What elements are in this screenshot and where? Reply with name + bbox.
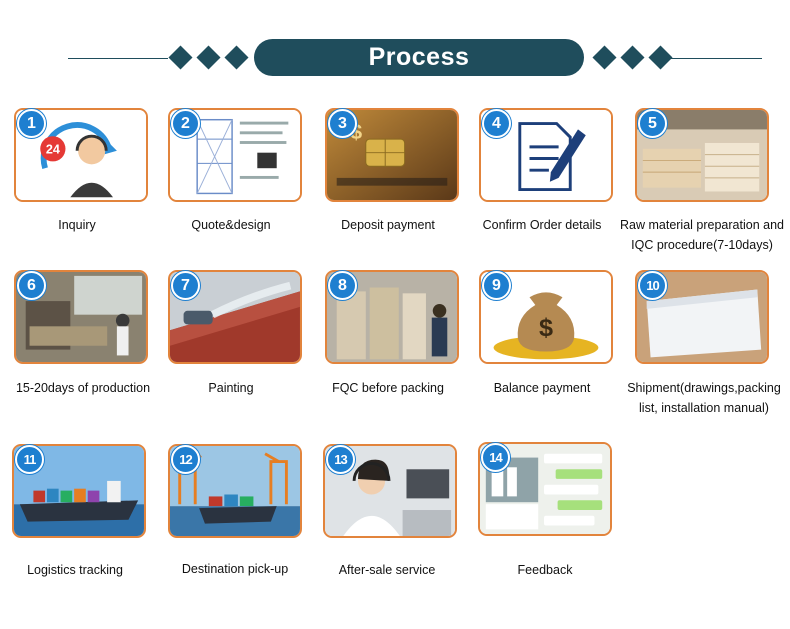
step-13-image bbox=[323, 444, 457, 538]
step-4-label: Confirm Order details bbox=[482, 218, 602, 232]
lumber-stack-icon bbox=[637, 110, 767, 200]
step-1-label: Inquiry bbox=[58, 218, 96, 232]
step-5-image bbox=[635, 108, 769, 202]
step-2-label: Quote&design bbox=[191, 218, 271, 232]
step-8-badge: 8 bbox=[328, 271, 357, 300]
step-7-label: Painting bbox=[208, 381, 254, 395]
svg-text:24: 24 bbox=[46, 143, 60, 157]
document-pen-icon bbox=[481, 110, 611, 200]
step-14-label: Feedback bbox=[517, 563, 573, 577]
packing-icon bbox=[637, 272, 767, 362]
step-7-badge: 7 bbox=[171, 271, 200, 300]
step-13-badge: 13 bbox=[326, 445, 355, 474]
step-13-label: After-sale service bbox=[338, 563, 436, 577]
step-5-badge: 5 bbox=[638, 109, 667, 138]
step-3-label: Deposit payment bbox=[341, 218, 435, 232]
step-2-badge: 2 bbox=[171, 109, 200, 138]
header-diamonds-right bbox=[592, 45, 673, 70]
inspection-icon bbox=[327, 272, 457, 362]
step-8-image bbox=[325, 270, 459, 364]
credit-card-icon: $ bbox=[327, 110, 457, 200]
step-14-badge: 14 bbox=[481, 443, 510, 472]
step-1-badge: 1 bbox=[17, 109, 46, 138]
step-12-label: Destination pick-up bbox=[181, 562, 289, 576]
step-4-image bbox=[479, 108, 613, 202]
step-11-badge: 11 bbox=[15, 445, 44, 474]
header-line-right bbox=[662, 58, 762, 59]
page-title: Process bbox=[254, 39, 584, 76]
step-9-badge: 9 bbox=[482, 271, 511, 300]
step-5-label: Raw material preparation and IQC procedu… bbox=[620, 218, 784, 252]
step-10-badge: 10 bbox=[638, 271, 667, 300]
step-11-label: Logistics tracking bbox=[27, 563, 123, 577]
svg-text:$: $ bbox=[539, 314, 553, 342]
step-10-label: Shipment(drawings,packing list, installa… bbox=[627, 381, 781, 415]
step-2-image bbox=[168, 108, 302, 202]
step-6-label: 15-20days of production bbox=[15, 381, 151, 395]
step-9-label: Balance payment bbox=[493, 381, 591, 395]
step-4-badge: 4 bbox=[482, 109, 511, 138]
header-line-left bbox=[68, 58, 168, 59]
step-6-badge: 6 bbox=[17, 271, 46, 300]
step-3-badge: 3 bbox=[328, 109, 357, 138]
step-12-badge: 12 bbox=[171, 445, 200, 474]
step-8-label: FQC before packing bbox=[332, 381, 444, 395]
header-diamonds-left bbox=[168, 45, 249, 70]
